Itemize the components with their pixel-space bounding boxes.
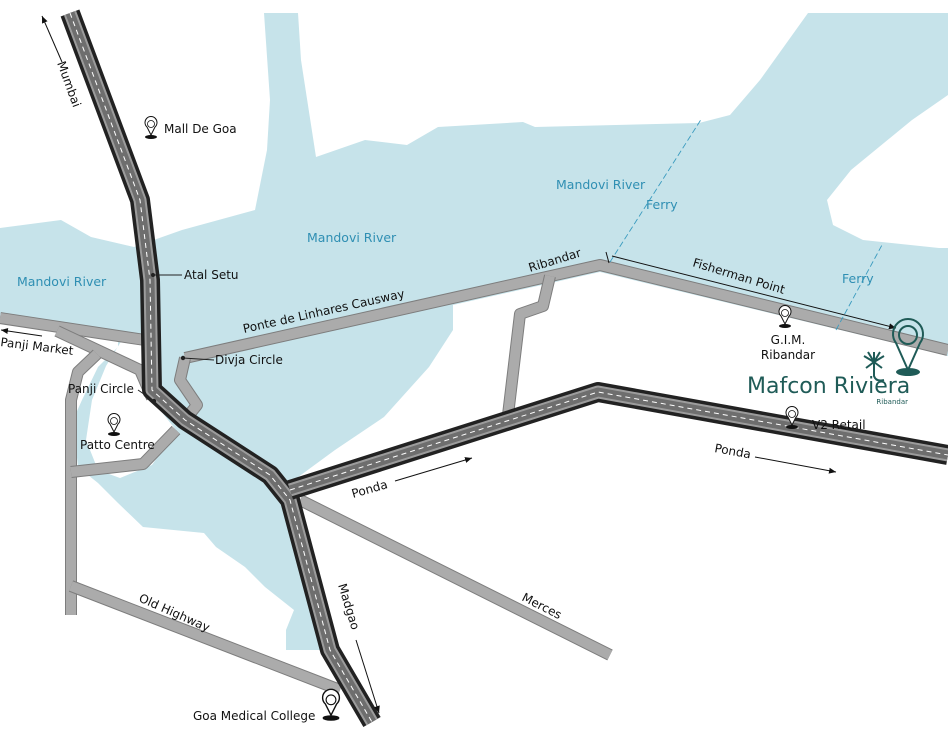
highway-ponda bbox=[286, 382, 948, 500]
palm-tree-icon bbox=[863, 351, 885, 382]
road-label-ponda: Ponda bbox=[350, 477, 389, 501]
ferry-route bbox=[835, 244, 883, 331]
road-label-atal-setu: Atal Setu bbox=[184, 268, 239, 282]
landmark-mall-de-goa[interactable]: Mall De Goa bbox=[164, 122, 237, 136]
brand-name: Mafcon Riviera bbox=[747, 374, 910, 399]
river-label: Mandovi River bbox=[556, 177, 646, 192]
minor-roads bbox=[0, 259, 948, 696]
patto-land bbox=[86, 340, 176, 478]
landmark-v2-retail[interactable]: V2 Retail bbox=[812, 418, 866, 432]
mandovi-river-water bbox=[0, 13, 948, 650]
road-label-divja-circle: Divja Circle bbox=[215, 353, 283, 367]
panji-market-arrow bbox=[0, 328, 43, 337]
ferry-route bbox=[609, 117, 703, 263]
map-pin-icon[interactable] bbox=[144, 116, 158, 140]
madgao-arrow bbox=[355, 639, 380, 714]
location-pin-icon[interactable] bbox=[892, 318, 924, 376]
landmark-goa-medical-college[interactable]: Goa Medical College bbox=[193, 709, 315, 723]
mumbai-arrow bbox=[41, 15, 63, 63]
river-label: Mandovi River bbox=[17, 274, 107, 289]
ponda-arrow bbox=[394, 457, 473, 482]
landmark-gim-line1[interactable]: G.I.M. bbox=[771, 333, 806, 347]
river-label: Mandovi River bbox=[307, 230, 397, 245]
road-label-panji-circle: Panji Circle bbox=[68, 382, 134, 396]
landmark-gim-line2[interactable]: Ribandar bbox=[761, 348, 815, 362]
ferry-label: Ferry bbox=[842, 271, 874, 286]
ponda-arrow bbox=[754, 456, 837, 474]
ferry-label: Ferry bbox=[646, 197, 678, 212]
brand-subtitle: Ribandar bbox=[876, 398, 908, 406]
highway-mumbai-madgao bbox=[60, 9, 381, 728]
road-label-mumbai: Mumbai bbox=[54, 59, 84, 109]
fisherman-point-line bbox=[611, 255, 897, 330]
leader-lines bbox=[137, 273, 215, 404]
road-label-madgao: Madgao bbox=[335, 582, 362, 632]
fisherman-point-start bbox=[605, 251, 610, 264]
map-pin-icon[interactable] bbox=[321, 688, 341, 722]
landmark-patto-centre[interactable]: Patto Centre bbox=[80, 438, 155, 452]
road-label-ponda: Ponda bbox=[713, 441, 752, 461]
